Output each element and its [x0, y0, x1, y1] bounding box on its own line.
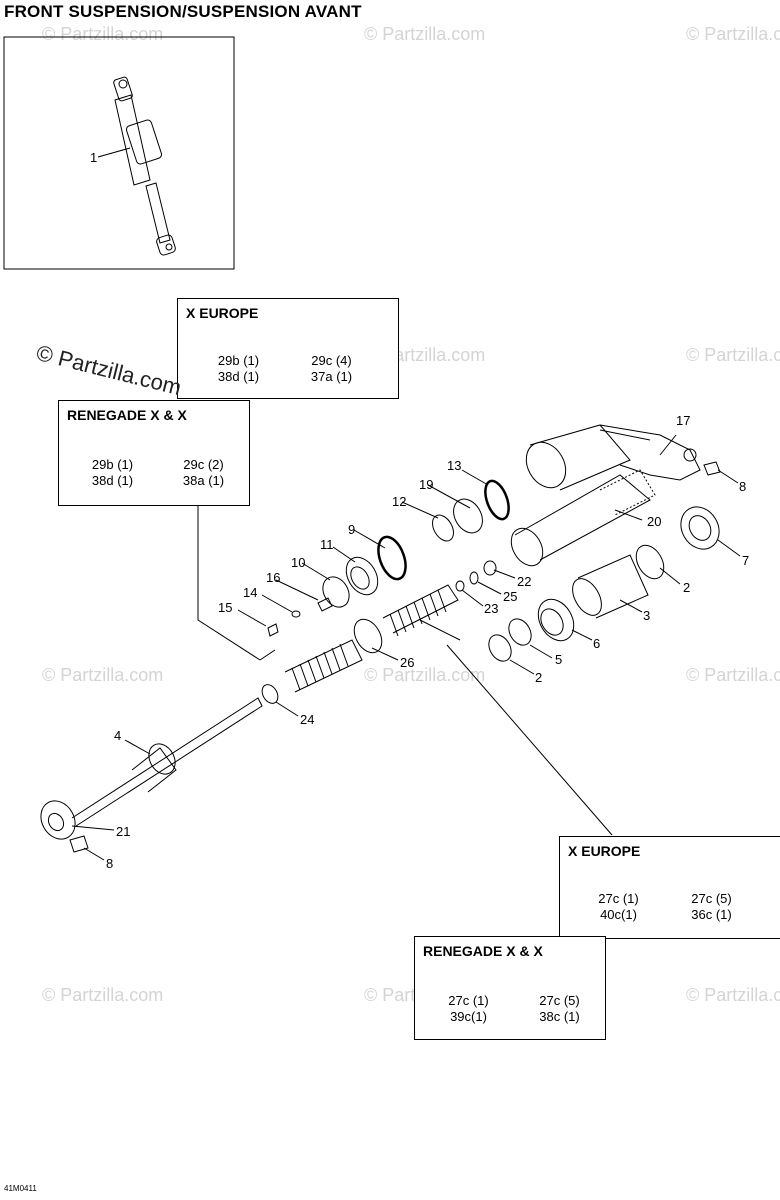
callout-25: 25	[503, 589, 517, 604]
part-qty: 27c (5)	[691, 891, 732, 906]
part-qty: 29b (1)	[217, 353, 260, 368]
callout-22: 22	[517, 574, 531, 589]
part-qty: 38d (1)	[217, 369, 260, 384]
callout-4: 4	[114, 728, 121, 743]
part-qty-table: 29b (1) 29c (2) 38d (1) 38a (1)	[67, 457, 249, 489]
callout-2: 2	[683, 580, 690, 595]
application-box-x-europe: X EUROPE 29b (1) 29c (4) 38d (1) 37a (1)	[177, 298, 399, 399]
watermark: © Partzilla.com	[686, 985, 780, 1005]
part-qty: 27c (1)	[448, 993, 489, 1008]
part-qty: 27c (1)	[598, 891, 639, 906]
watermark: © Partzilla.com	[42, 665, 164, 685]
callout-1: 1	[90, 150, 97, 165]
application-box-x-europe-lower: X EUROPE 27c (1) 27c (5) 40c(1) 36c (1)	[559, 836, 780, 939]
callout-13: 13	[447, 458, 461, 473]
part-qty-table: 29b (1) 29c (4) 38d (1) 37a (1)	[192, 353, 378, 385]
watermark: © Partzilla.com	[42, 985, 164, 1005]
callout-16: 16	[266, 570, 280, 585]
part-qty: 38c (1)	[539, 1009, 580, 1024]
box-header: RENEGADE X & X	[423, 943, 543, 959]
box-header: X EUROPE	[186, 305, 259, 321]
part-qty: 38a (1)	[182, 473, 225, 488]
inset-shock-drawing	[113, 76, 176, 256]
callout-23: 23	[484, 601, 498, 616]
figure-code: 41M0411	[4, 1184, 37, 1193]
watermark: © Partzilla.com	[686, 345, 780, 365]
part-qty: 39c(1)	[450, 1009, 487, 1024]
callout-5: 5	[555, 652, 562, 667]
callout-12: 12	[392, 494, 406, 509]
application-box-renegade: RENEGADE X & X 29b (1) 29c (2) 38d (1) 38a…	[58, 400, 250, 506]
callout-10: 10	[291, 555, 305, 570]
callout-8: 8	[739, 479, 746, 494]
callout-24: 24	[300, 712, 314, 727]
part-qty-table: 27c (1) 27c (5) 40c(1) 36c (1)	[572, 891, 758, 923]
callout-2: 2	[535, 670, 542, 685]
box-header: RENEGADE X & X	[67, 407, 187, 423]
part-qty: 36c (1)	[691, 907, 732, 922]
watermark: © Partzilla.com	[364, 24, 486, 44]
callout-14: 14	[243, 585, 257, 600]
part-qty-table: 27c (1) 27c (5) 39c(1) 38c (1)	[423, 993, 605, 1025]
box-header: X EUROPE	[568, 843, 641, 859]
callout-9: 9	[348, 522, 355, 537]
part-qty: 40c(1)	[600, 907, 637, 922]
callout-8: 8	[106, 856, 113, 871]
callout-6: 6	[593, 636, 600, 651]
application-box-renegade-lower: RENEGADE X & X 27c (1) 27c (5) 39c(1) 38c …	[414, 936, 606, 1040]
callout-20: 20	[647, 514, 661, 529]
part-qty: 27c (5)	[539, 993, 580, 1008]
callout-21: 21	[116, 824, 130, 839]
callout-7: 7	[742, 553, 749, 568]
watermark: © Partzilla.com	[686, 24, 780, 44]
watermark: © Partzilla.com	[42, 24, 164, 44]
callout-19: 19	[419, 477, 433, 492]
part-qty: 29b (1)	[91, 457, 134, 472]
page-title: FRONT SUSPENSION/SUSPENSION AVANT	[4, 2, 362, 21]
watermark: © Partzilla.com	[364, 665, 486, 685]
callout-3: 3	[643, 608, 650, 623]
part-qty: 37a (1)	[310, 369, 353, 384]
inset-frame	[3, 36, 235, 270]
callout-11: 11	[320, 537, 334, 552]
part-qty: 29c (4)	[311, 353, 352, 368]
callout-15: 15	[218, 600, 232, 615]
callout-17: 17	[676, 413, 690, 428]
callout-26: 26	[400, 655, 414, 670]
part-qty: 38d (1)	[91, 473, 134, 488]
shock-body-drawing	[40, 424, 721, 853]
watermark: © Partzilla.com	[686, 665, 780, 685]
part-qty: 29c (2)	[183, 457, 224, 472]
